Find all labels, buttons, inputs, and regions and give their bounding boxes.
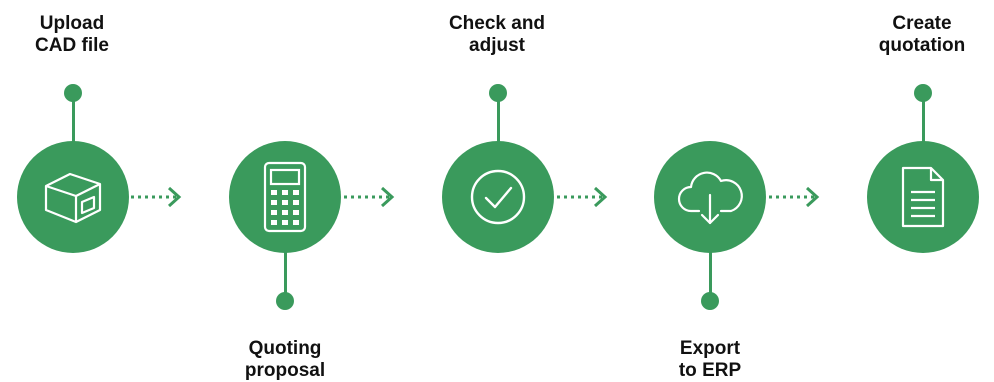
step-5-stem: [922, 93, 925, 143]
step-2-connector-dot: [276, 292, 294, 310]
step-3-stem: [497, 93, 500, 143]
step-1-label: Upload CAD file: [35, 13, 109, 56]
step-4-connector-dot: [701, 292, 719, 310]
checkmark-icon: [470, 169, 526, 225]
step-4-circle: [654, 141, 766, 253]
calculator-icon: [263, 161, 307, 233]
step-5-circle: [867, 141, 979, 253]
arrow-connector-2: [344, 186, 395, 208]
arrow-connector-4: [769, 186, 820, 208]
step-2-stem: [284, 252, 287, 300]
cube-icon: [44, 172, 102, 224]
step-2-circle: [229, 141, 341, 253]
step-3-label: Check and adjust: [448, 13, 546, 56]
cloud-download-icon: [677, 171, 743, 225]
arrow-connector-3: [557, 186, 608, 208]
step-1-circle: [17, 141, 129, 253]
step-1-stem: [72, 93, 75, 143]
step-2-label: Quoting proposal: [244, 338, 326, 381]
step-4-stem: [709, 252, 712, 300]
document-icon: [901, 166, 945, 228]
step-5-label: Create quotation: [878, 13, 966, 56]
arrow-connector-1: [131, 186, 182, 208]
step-4-label: Export to ERP: [678, 338, 742, 381]
step-3-circle: [442, 141, 554, 253]
